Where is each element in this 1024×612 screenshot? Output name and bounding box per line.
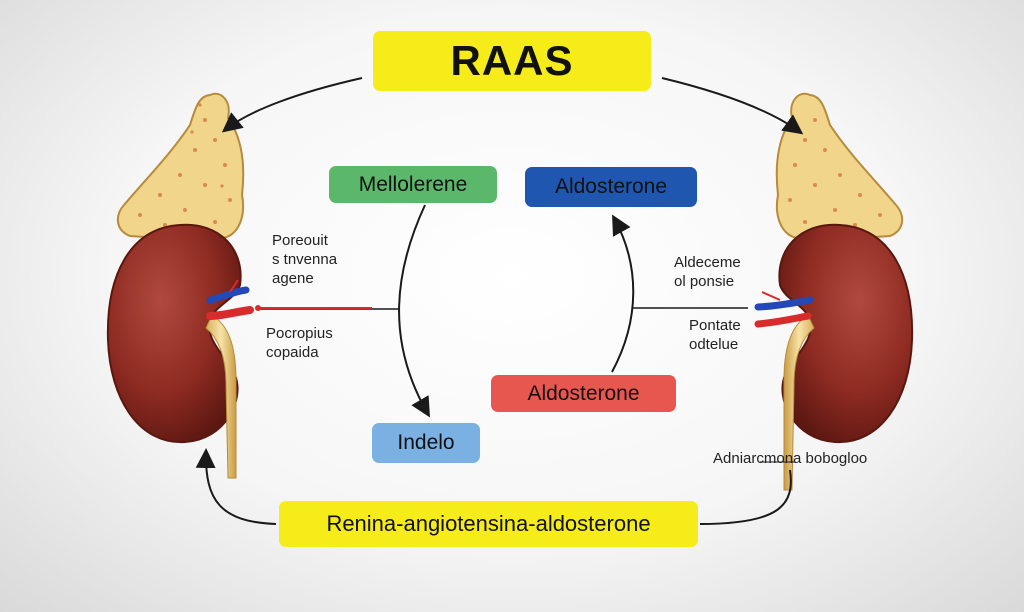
left-red-dot <box>255 305 261 311</box>
arrow-bottom-to-right-kidney <box>699 469 792 525</box>
annotation-line: ol ponsie <box>674 273 735 290</box>
left-kidney-illustration <box>106 92 254 479</box>
left-bottom-annotation: Pocropius copaida <box>266 324 333 362</box>
left-top-annotation: Poreouit s tnvenna agene <box>272 231 337 288</box>
right-kidney-illustration <box>754 92 914 491</box>
light-blue-box: Indelo <box>372 423 480 463</box>
annotation-line: Poreouit <box>272 232 328 249</box>
bottom-box: Renina-angiotensina-aldosterone <box>279 501 698 547</box>
left-adrenal-texture <box>138 103 232 227</box>
left-renal-vein <box>206 286 250 304</box>
annotation-line: agene <box>272 270 314 287</box>
green-box-label: Mellolerene <box>358 172 468 196</box>
annotation-line: Pontate <box>689 317 741 334</box>
left-ureter <box>205 314 237 479</box>
title-box: RAAS <box>373 31 651 91</box>
light-blue-box-label: Indelo <box>397 431 455 454</box>
annotation-line: s tnvenna <box>272 251 338 268</box>
right-renal-vein <box>754 296 814 311</box>
blue-box-label: Aldosterone <box>554 175 668 198</box>
arrow-title-to-right-adrenal <box>661 77 804 135</box>
left-small-vessel <box>229 279 239 293</box>
annotation-line: copaida <box>266 344 319 361</box>
right-top-annotation: Aldeceme ol ponsie <box>674 253 741 291</box>
blue-box: Aldosterone <box>525 167 697 207</box>
annotation-line: Pocropius <box>266 325 333 342</box>
arrow-bottom-to-left-kidney <box>195 448 277 525</box>
annotation-line: odtelue <box>689 336 739 353</box>
right-bottom-annotation: Adniarcmona bobogloo <box>713 450 868 467</box>
red-box-label: Aldosterone <box>527 381 640 405</box>
right-ureter <box>783 314 815 491</box>
arrow-title-to-left-adrenal <box>221 77 363 133</box>
left-renal-artery <box>206 306 254 320</box>
green-box: Mellolerene <box>329 166 497 203</box>
title-text: RAAS <box>450 37 574 84</box>
bottom-box-label: Renina-angiotensina-aldosterone <box>326 511 651 536</box>
arrow-red-to-blue <box>611 214 635 373</box>
right-mid-annotation: Pontate odtelue <box>689 316 741 354</box>
red-box: Aldosterone <box>491 375 676 412</box>
right-small-vessel <box>761 291 781 301</box>
right-renal-artery <box>754 312 812 328</box>
right-adrenal-texture <box>788 118 882 227</box>
annotation-line: Aldeceme <box>674 254 741 271</box>
arrow-green-to-lightblue <box>398 204 431 418</box>
